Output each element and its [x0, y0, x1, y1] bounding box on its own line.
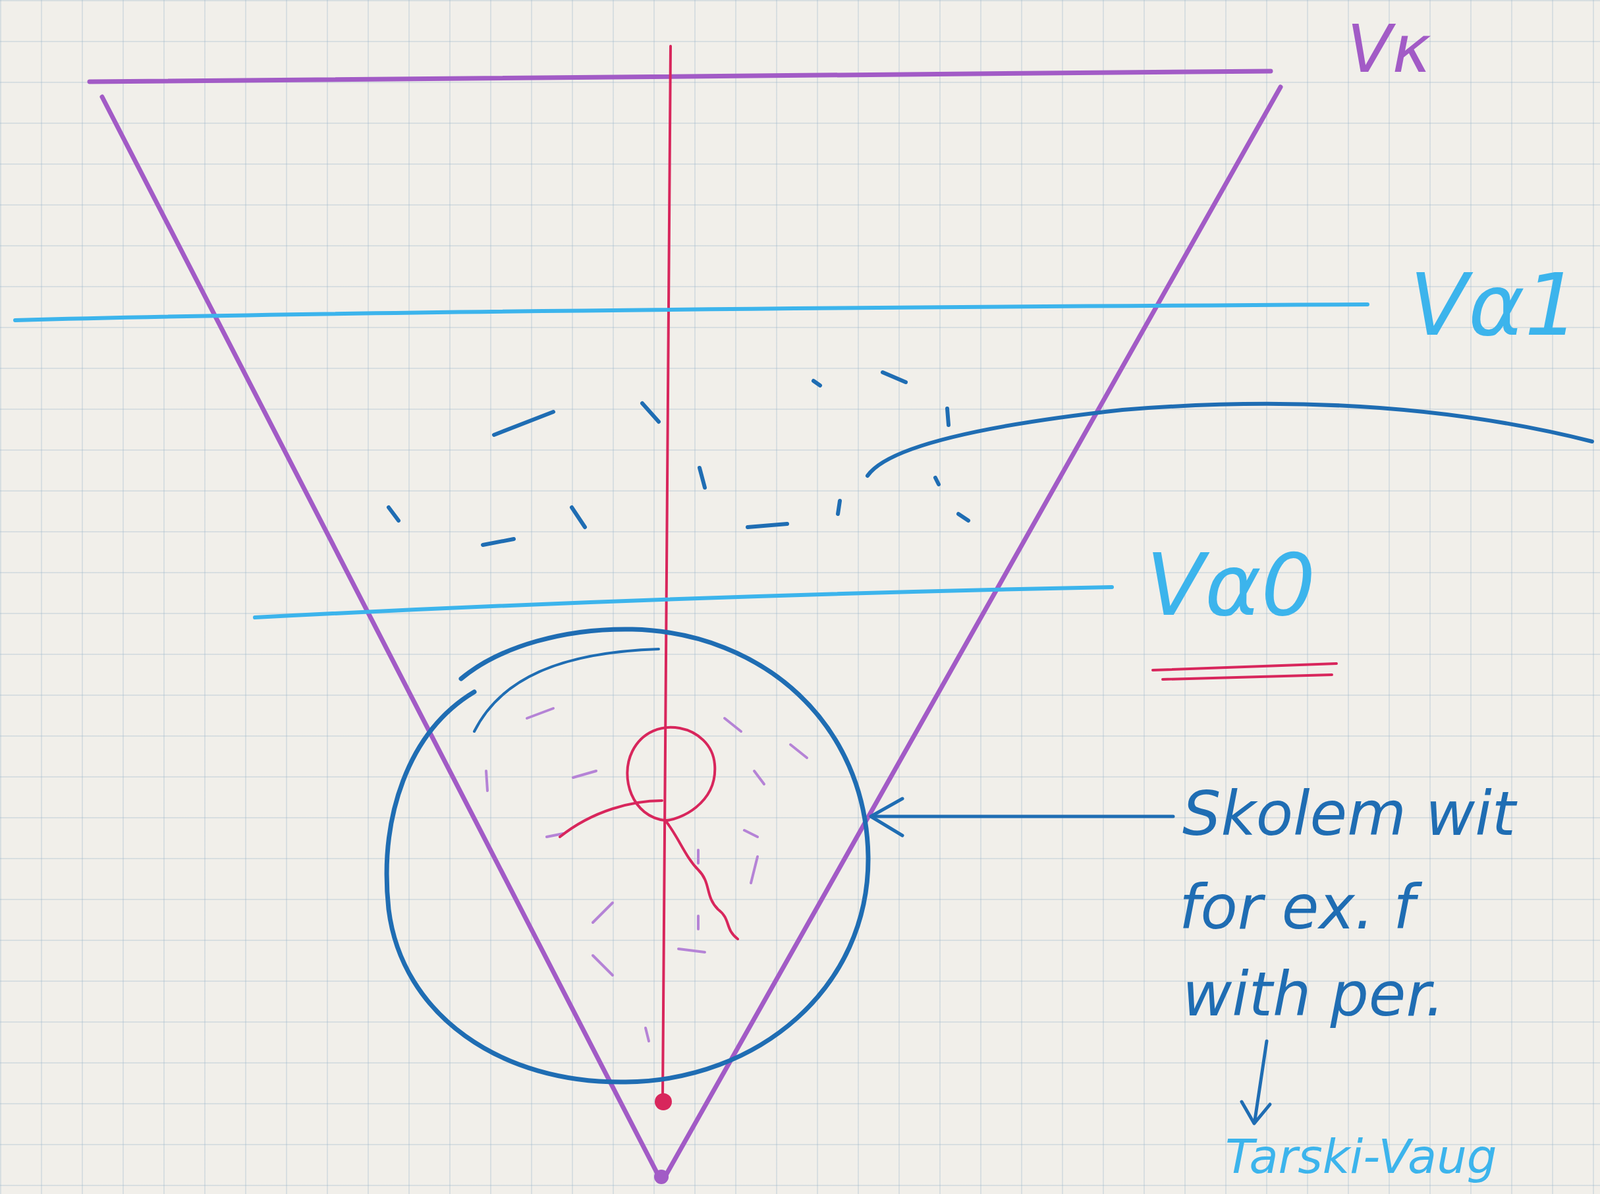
universe-level-label: Vα0 [1146, 540, 1316, 631]
note-text: for ex. f [1179, 876, 1415, 940]
universe-level-label: Vκ [1347, 14, 1431, 84]
note-text: with per. [1182, 963, 1445, 1027]
universe-level-label: Vα1 [1409, 260, 1579, 351]
note-text: Skolem wit [1182, 782, 1516, 847]
note-text: Tarski-Vaug [1225, 1131, 1498, 1182]
